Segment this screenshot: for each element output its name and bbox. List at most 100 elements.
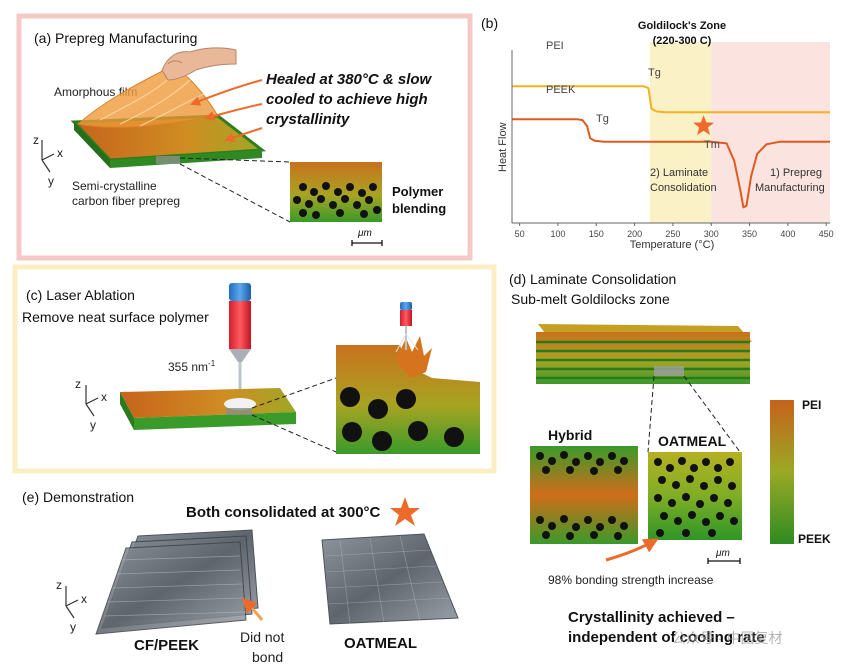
amorphous-film-label: Amorphous film bbox=[54, 85, 137, 99]
legend-bottom-label: PEEK bbox=[798, 532, 831, 546]
legend-top-label: PEI bbox=[802, 398, 821, 412]
conclusion-line2: independent of cooling rate bbox=[568, 629, 765, 646]
axis-z-label-c: z bbox=[75, 377, 81, 391]
blend-label-line1: Polymer bbox=[392, 184, 443, 199]
heat-arrows bbox=[190, 79, 263, 143]
did-not-bond-line1: Did not bbox=[240, 629, 284, 645]
oatmeal-fiber-dots bbox=[654, 457, 738, 537]
x-tick-label: 300 bbox=[704, 229, 719, 239]
panel-e-title: (e) Demonstration bbox=[22, 489, 134, 505]
did-not-bond-arrow bbox=[241, 597, 264, 621]
blend-label-line2: blending bbox=[392, 201, 446, 216]
chart-regions bbox=[649, 42, 830, 223]
amorphous-film bbox=[76, 65, 219, 128]
axis-y-label-e: y bbox=[70, 620, 76, 634]
leader-line bbox=[179, 157, 291, 163]
panel-b-title: (b) bbox=[481, 15, 498, 31]
ablation-spot bbox=[224, 398, 256, 410]
laser-wavelength: 355 nm-1 bbox=[168, 359, 216, 374]
star-icon bbox=[390, 497, 420, 526]
improvement-arrow bbox=[605, 538, 659, 562]
panel-c: (c) Laser Ablation Remove neat surface p… bbox=[12, 264, 497, 474]
cfpeek-panel-image bbox=[95, 529, 259, 635]
bonding-text: 98% bonding strength increase bbox=[548, 573, 714, 587]
heal-text-line1: Healed at 380°C & slow bbox=[266, 71, 433, 88]
x-tick-label: 350 bbox=[742, 229, 757, 239]
zoom-region bbox=[156, 156, 180, 164]
oatmeal-panel-image bbox=[321, 533, 459, 625]
panel-a: (a) Prepreg Manufacturing Amorphous film… bbox=[16, 13, 473, 261]
zone-label-line1: Goldilock's Zone bbox=[638, 20, 726, 32]
prepreg-slab-side bbox=[110, 150, 262, 168]
panel-a-title: (a) Prepreg Manufacturing bbox=[34, 30, 197, 46]
axis-x-label-c: x bbox=[101, 390, 107, 404]
oatmeal-demo-label: OATMEAL bbox=[344, 635, 417, 652]
peek-series-label: PEEK bbox=[546, 84, 576, 96]
laser-icon bbox=[229, 283, 251, 404]
leader-line bbox=[251, 377, 337, 409]
zoom-region-c bbox=[226, 408, 252, 415]
region2-label-line2: Consolidation bbox=[650, 182, 717, 194]
leader-line bbox=[647, 375, 655, 453]
scale-label-d: μm bbox=[715, 548, 730, 559]
hand-icon bbox=[161, 47, 237, 81]
leader-line bbox=[251, 414, 337, 453]
hybrid-fiber-dots bbox=[536, 451, 628, 540]
scale-bar-d bbox=[707, 558, 741, 564]
panel-c-title: (c) Laser Ablation bbox=[26, 287, 135, 303]
chart-ylabel: Heat Flow bbox=[497, 122, 509, 172]
leader-line bbox=[179, 163, 291, 223]
panel-e: (e) Demonstration Both consolidated at 3… bbox=[22, 489, 459, 665]
heal-text-line3: crystallinity bbox=[266, 111, 350, 128]
heal-text-line2: cooled to achieve high bbox=[266, 91, 428, 108]
panel-d-title: (d) Laminate Consolidation bbox=[509, 271, 676, 287]
did-not-bond-line2: bond bbox=[252, 649, 283, 665]
laser-slab-left bbox=[120, 392, 134, 430]
axis-triad-e bbox=[65, 586, 79, 619]
mini-laser-icon bbox=[395, 302, 419, 353]
tg-peek-label: Tg bbox=[596, 113, 609, 125]
prepreg-label-line1: Semi-crystalline bbox=[72, 179, 157, 193]
chart-region-1 bbox=[711, 42, 830, 223]
axis-x-label: x bbox=[57, 146, 63, 160]
panel-e-headline: Both consolidated at 300°C bbox=[186, 504, 381, 521]
panel-c-subtitle: Remove neat surface polymer bbox=[22, 309, 209, 325]
oatmeal-label: OATMEAL bbox=[658, 433, 727, 449]
hybrid-label: Hybrid bbox=[548, 427, 592, 443]
fiber-dots-a bbox=[293, 182, 381, 219]
cfpeek-label: CF/PEEK bbox=[134, 637, 199, 654]
region2-label-line1: 2) Laminate bbox=[650, 167, 708, 179]
tm-label: Tm bbox=[704, 139, 720, 151]
panel-d-subtitle: Sub-melt Goldilocks zone bbox=[511, 291, 670, 307]
zone-label-line2: (220-300 C) bbox=[653, 35, 712, 47]
region1-label-line2: Manufacturing bbox=[755, 182, 825, 194]
x-tick-label: 50 bbox=[515, 229, 525, 239]
axis-z-label: z bbox=[33, 133, 39, 147]
pei-series-label: PEI bbox=[546, 40, 564, 52]
region1-label-line1: 1) Prepreg bbox=[770, 167, 822, 179]
axis-triad-c bbox=[85, 385, 99, 417]
x-tick-label: 450 bbox=[819, 229, 834, 239]
hybrid-box bbox=[530, 446, 638, 544]
conclusion-line1: Crystallinity achieved – bbox=[568, 609, 735, 626]
watermark: 公众号 · 中国复材 bbox=[672, 630, 782, 646]
fiber-dots-c bbox=[340, 387, 464, 451]
panel-d: (d) Laminate Consolidation Sub-melt Gold… bbox=[509, 271, 831, 646]
scale-bar-a bbox=[351, 240, 383, 246]
series-line-peek bbox=[512, 118, 830, 209]
prepreg-slab-left bbox=[74, 122, 110, 168]
x-tick-label: 150 bbox=[589, 229, 604, 239]
laminate-stack bbox=[536, 324, 752, 384]
color-legend-bar bbox=[770, 400, 794, 544]
tg-pei-label: Tg bbox=[648, 67, 661, 79]
x-tick-label: 250 bbox=[665, 229, 680, 239]
chart-markers bbox=[693, 115, 714, 135]
x-tick-label: 200 bbox=[627, 229, 642, 239]
chart-xlabel: Temperature (°C) bbox=[630, 239, 714, 251]
scale-label-a: μm bbox=[357, 228, 372, 239]
x-tick-label: 400 bbox=[780, 229, 795, 239]
chart-lines bbox=[512, 85, 830, 209]
